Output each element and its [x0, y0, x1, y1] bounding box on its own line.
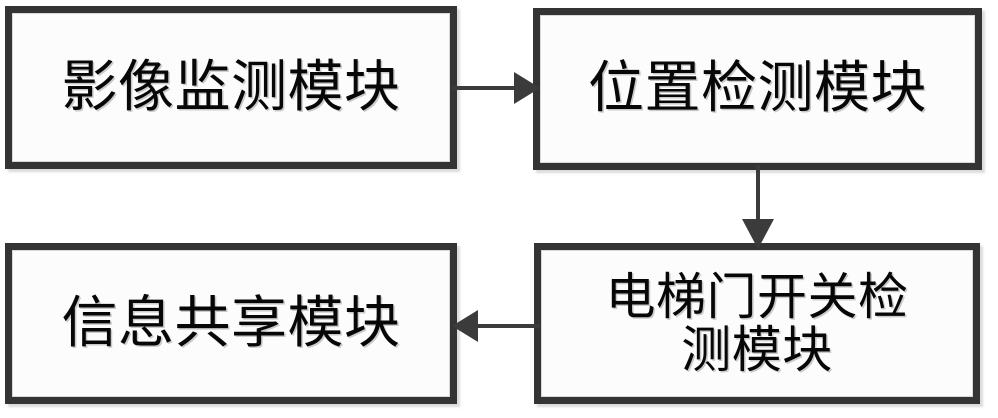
arrow-down-position-to-door-icon [742, 165, 774, 249]
arrow-left-door-to-info-icon [452, 310, 540, 342]
node-info-share[interactable]: 信息共享模块 [5, 243, 457, 404]
node-position-detect-label: 位置检测模块 [588, 56, 927, 122]
node-info-share-label: 信息共享模块 [61, 290, 401, 356]
node-door-switch-label: 电梯门开关检 测模块 [605, 267, 909, 379]
arrow-right-image-to-position-icon [452, 72, 540, 104]
node-image-monitor-label: 影像监测模块 [61, 54, 401, 120]
node-door-switch[interactable]: 电梯门开关检 测模块 [534, 243, 980, 404]
node-position-detect[interactable]: 位置检测模块 [533, 8, 982, 170]
node-image-monitor[interactable]: 影像监测模块 [5, 6, 457, 169]
